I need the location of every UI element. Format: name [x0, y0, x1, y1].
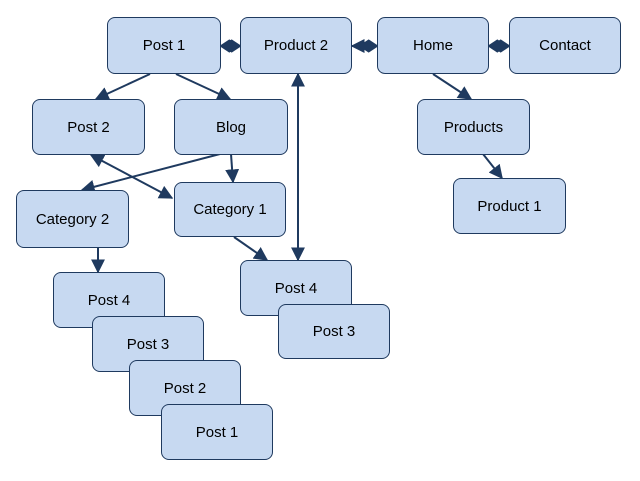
node-products[interactable]: Products — [417, 99, 530, 155]
node-post1-stack[interactable]: Post 1 — [161, 404, 273, 460]
node-post1-top[interactable]: Post 1 — [107, 17, 221, 74]
edge-category1-post4 — [233, 236, 269, 261]
node-contact[interactable]: Contact — [509, 17, 621, 74]
edge-products-product1 — [482, 153, 503, 180]
node-post2-left[interactable]: Post 2 — [32, 99, 145, 155]
node-product1[interactable]: Product 1 — [453, 178, 566, 234]
edge-post1-post2 — [94, 73, 151, 101]
edge-post1-blog — [175, 73, 232, 101]
edge-home-products — [432, 73, 473, 100]
node-category1[interactable]: Category 1 — [174, 182, 286, 237]
edge-blog-category1 — [225, 153, 240, 184]
node-product2[interactable]: Product 2 — [240, 17, 352, 74]
edge-post2-category1 — [89, 154, 174, 199]
node-home[interactable]: Home — [377, 17, 489, 74]
node-post3-mid[interactable]: Post 3 — [278, 304, 390, 359]
node-blog[interactable]: Blog — [174, 99, 288, 155]
node-category2[interactable]: Category 2 — [16, 190, 129, 248]
